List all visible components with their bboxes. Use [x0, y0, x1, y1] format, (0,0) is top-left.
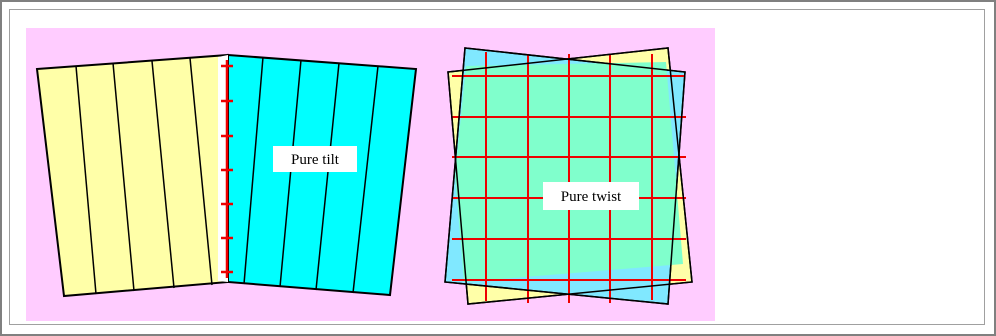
tilt-left-planes	[75, 57, 213, 295]
tilt-right-grain	[227, 53, 418, 297]
tilt-label-box	[273, 146, 357, 172]
tilt-left-grain	[35, 53, 229, 298]
twist-cyan-outline	[444, 47, 686, 305]
twist-dislocation-grid	[452, 52, 686, 303]
twist-label: Pure twist	[561, 189, 622, 205]
twist-label-box	[543, 182, 639, 210]
tilt-boundary-gap	[218, 55, 228, 282]
tilt-right-planes	[243, 56, 379, 294]
tilt-dislocations	[221, 60, 233, 278]
twist-yellow-outline	[447, 47, 693, 305]
twist-boundary: Pure twist	[444, 47, 693, 305]
tilt-boundary: Pure tilt	[35, 53, 418, 298]
tilt-label: Pure tilt	[291, 152, 340, 168]
